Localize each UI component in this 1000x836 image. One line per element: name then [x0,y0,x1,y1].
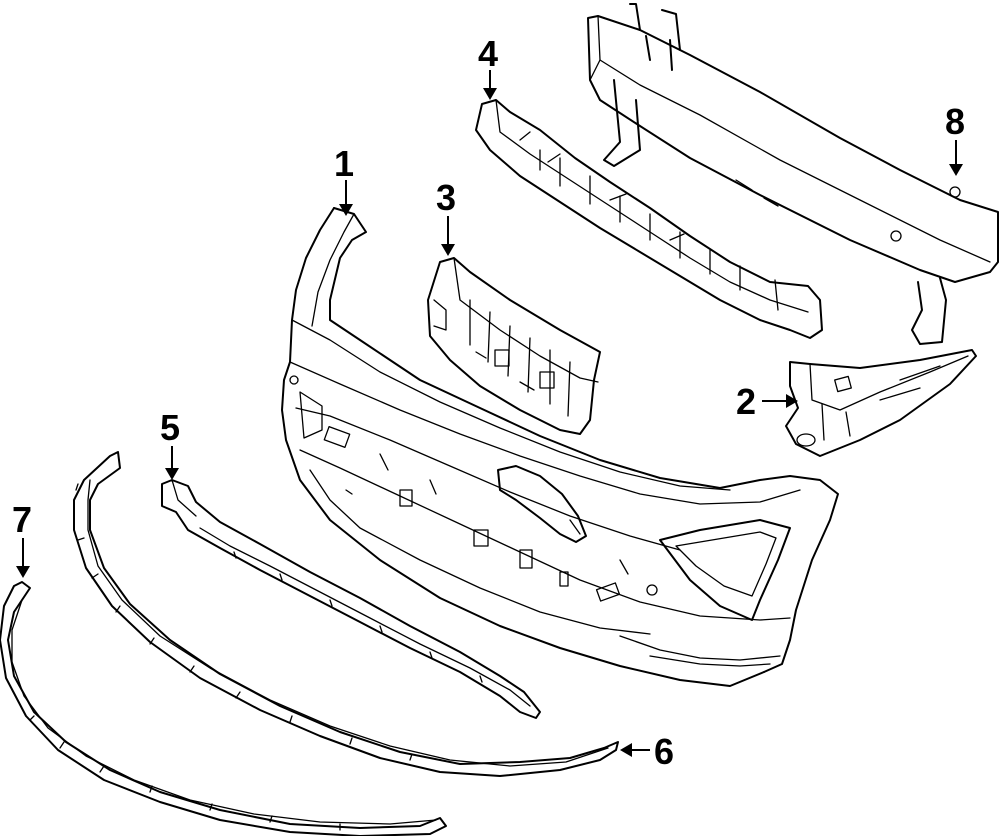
callout-7: 7 [12,499,32,578]
energy-absorber [475,99,823,339]
callout-1: 1 [334,143,354,216]
callout-4: 4 [478,33,498,100]
svg-text:4: 4 [478,33,498,74]
svg-text:7: 7 [12,499,32,540]
callout-5: 5 [160,407,180,480]
bumper-reinforcement-beam [587,3,999,345]
side-bracket [785,349,977,457]
lower-trim-strip [161,479,541,719]
svg-text:2: 2 [736,381,756,422]
callout-6: 6 [620,731,674,772]
svg-text:1: 1 [334,143,354,184]
skid-plate-strip [73,451,619,777]
callout-3: 3 [436,177,456,256]
bumper-cover [281,207,839,687]
callout-2: 2 [736,381,798,422]
svg-text:3: 3 [436,177,456,218]
svg-text:8: 8 [945,101,965,142]
svg-text:5: 5 [160,407,180,448]
center-bracket [427,257,601,435]
svg-text:6: 6 [654,731,674,772]
lower-molding [0,581,447,836]
callout-8: 8 [945,101,965,176]
